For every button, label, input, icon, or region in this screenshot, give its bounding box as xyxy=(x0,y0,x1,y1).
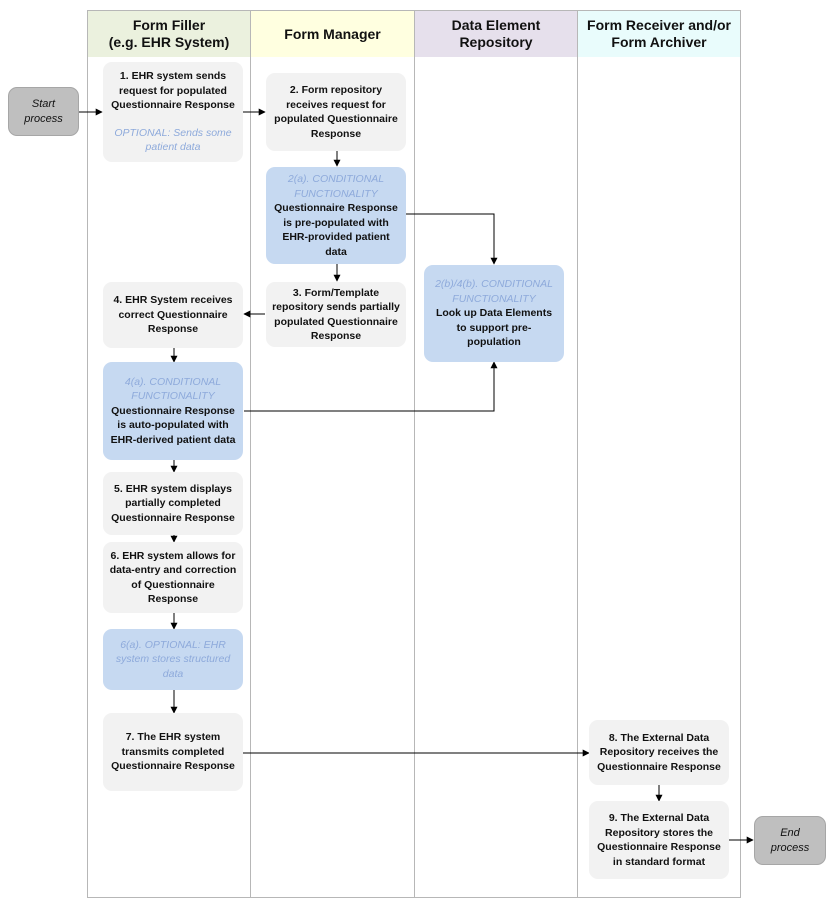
step-2a-conditional: 2(a). CONDITIONAL FUNCTIONALITY Question… xyxy=(266,167,406,264)
step-5: 5. EHR system displays partially complet… xyxy=(103,472,243,535)
step-text: 1. EHR system sends request for populate… xyxy=(111,70,235,112)
step-text: 5. EHR system displays partially complet… xyxy=(111,482,235,524)
step-text: 2. Form repository receives request for … xyxy=(274,84,398,140)
step-text: 4. EHR System receives correct Questionn… xyxy=(113,294,233,336)
start-process-label: Start process xyxy=(24,98,63,125)
step-text: Look up Data Elements to support pre-pop… xyxy=(435,307,553,349)
step-9: 9. The External Data Repository stores t… xyxy=(589,801,729,879)
step-1: 1. EHR system sends request for populate… xyxy=(103,62,243,162)
step-3: 3. Form/Template repository sends partia… xyxy=(266,282,406,347)
lane-title: Form Manager xyxy=(284,25,381,42)
end-process-label: End process xyxy=(770,827,810,854)
step-8: 8. The External Data Repository receives… xyxy=(589,720,729,785)
step-7: 7. The EHR system transmits completed Qu… xyxy=(103,713,243,791)
start-process: Start process xyxy=(8,87,79,136)
step-text: 3. Form/Template repository sends partia… xyxy=(272,286,400,343)
lane-form-manager: Form Manager xyxy=(250,10,415,898)
end-process: End process xyxy=(754,816,826,865)
step-2b-4b-conditional: 2(b)/4(b). CONDITIONAL FUNCTIONALITY Loo… xyxy=(424,265,564,362)
lane-header-form-receiver: Form Receiver and/or Form Archiver xyxy=(578,11,740,57)
step-text: 9. The External Data Repository stores t… xyxy=(597,812,721,868)
lane-header-form-manager: Form Manager xyxy=(251,11,414,57)
lane-form-receiver: Form Receiver and/or Form Archiver xyxy=(577,10,741,898)
conditional-label: 2(a). CONDITIONAL FUNCTIONALITY xyxy=(287,173,385,200)
lane-title: Form Receiver and/or xyxy=(587,17,731,33)
lane-form-filler: Form Filler (e.g. EHR System) xyxy=(87,10,251,898)
step-text: 6. EHR system allows for data-entry and … xyxy=(109,549,237,606)
lane-title: Form Filler xyxy=(132,17,206,33)
lane-data-element-repository: Data Element Repository xyxy=(414,10,578,898)
step-2: 2. Form repository receives request for … xyxy=(266,73,406,151)
lane-header-data-element-repository: Data Element Repository xyxy=(415,11,577,57)
lane-subtitle: Repository xyxy=(459,34,533,50)
step-4: 4. EHR System receives correct Questionn… xyxy=(103,282,243,348)
step-text: 7. The EHR system transmits completed Qu… xyxy=(111,731,235,773)
step-text: 8. The External Data Repository receives… xyxy=(597,731,721,773)
step-4a-conditional: 4(a). CONDITIONAL FUNCTIONALITY Question… xyxy=(103,362,243,460)
optional-note: OPTIONAL: Sends some patient data xyxy=(114,126,232,154)
optional-label: 6(a). OPTIONAL: EHR system stores struct… xyxy=(115,638,231,680)
step-6a-optional: 6(a). OPTIONAL: EHR system stores struct… xyxy=(103,629,243,690)
conditional-label: 4(a). CONDITIONAL FUNCTIONALITY xyxy=(124,375,222,403)
conditional-label: 2(b)/4(b). CONDITIONAL FUNCTIONALITY xyxy=(435,278,553,305)
lane-subtitle: Form Archiver xyxy=(611,34,707,50)
step-6: 6. EHR system allows for data-entry and … xyxy=(103,542,243,613)
lane-subtitle: (e.g. EHR System) xyxy=(108,34,230,50)
step-text: Questionnaire Response is auto-populated… xyxy=(110,404,236,446)
lane-header-form-filler: Form Filler (e.g. EHR System) xyxy=(88,11,250,57)
step-text: Questionnaire Response is pre-populated … xyxy=(274,202,398,258)
lane-title: Data Element xyxy=(451,17,541,33)
